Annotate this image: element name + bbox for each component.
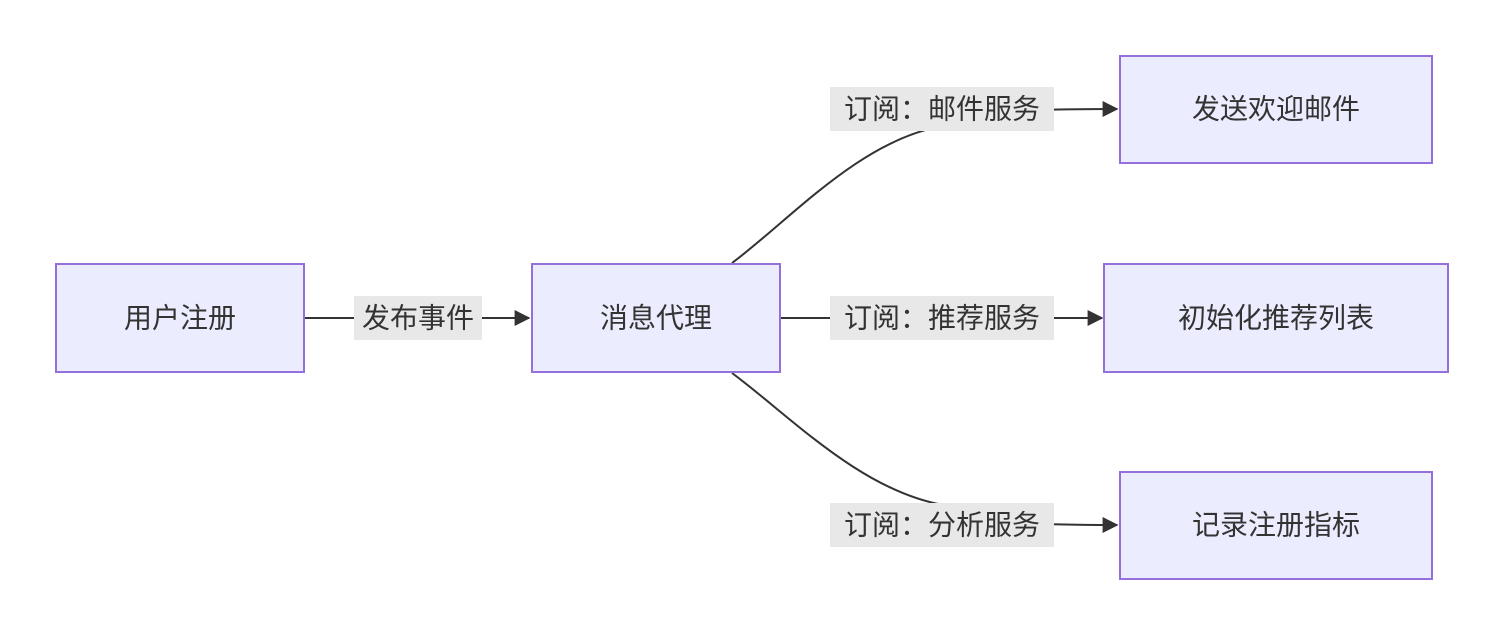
edge-label-publish-event-text: 发布事件 [362,302,474,335]
edge-label-subscribe-analytics-text: 订阅：分析服务 [844,509,1040,542]
edge-label-subscribe-email: 订阅：邮件服务 [830,87,1054,131]
node-send-welcome-email: 发送欢迎邮件 [1119,55,1433,164]
node-record-register-metrics-label: 记录注册指标 [1192,509,1360,542]
edge-label-subscribe-email-text: 订阅：邮件服务 [844,93,1040,126]
edge-label-subscribe-recommend-text: 订阅：推荐服务 [844,302,1040,335]
edge-subscribe-analytics [731,372,1119,533]
node-record-register-metrics: 记录注册指标 [1119,471,1433,580]
node-init-recommend-list: 初始化推荐列表 [1103,263,1449,373]
edge-subscribe-email [731,101,1119,264]
node-send-welcome-email-label: 发送欢迎邮件 [1192,93,1360,126]
node-message-broker: 消息代理 [531,263,781,373]
node-message-broker-label: 消息代理 [600,302,712,335]
node-user-register: 用户注册 [55,263,305,373]
node-user-register-label: 用户注册 [124,302,236,335]
node-init-recommend-list-label: 初始化推荐列表 [1178,302,1374,335]
edge-label-subscribe-analytics: 订阅：分析服务 [830,503,1054,547]
edge-label-publish-event: 发布事件 [354,296,482,340]
edge-label-subscribe-recommend: 订阅：推荐服务 [830,296,1054,340]
